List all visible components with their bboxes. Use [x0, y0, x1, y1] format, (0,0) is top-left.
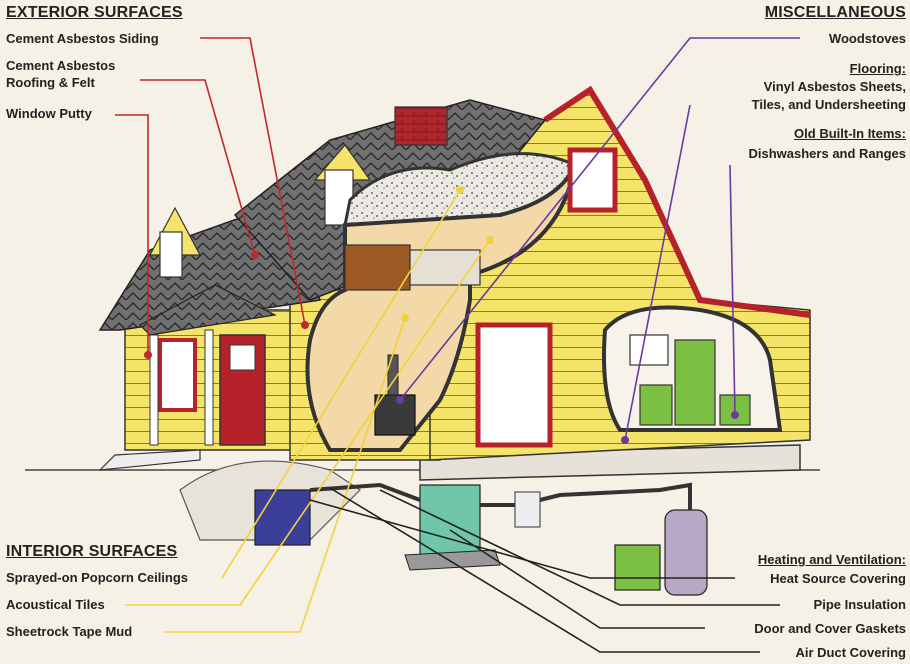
label-air-duct-covering: Air Duct Covering: [795, 645, 906, 660]
refrigerator: [674, 339, 716, 426]
label-heat-source-covering: Heat Source Covering: [770, 571, 906, 586]
duct-pipes: [309, 482, 692, 510]
label-cement-asbestos: Cement Asbestos: [6, 58, 116, 73]
interior-heading: INTERIOR SURFACES: [6, 543, 178, 560]
label-woodstoves: Woodstoves: [828, 31, 906, 46]
water-heater: [664, 509, 708, 596]
leader-lines: [115, 37, 800, 653]
furnace-left: [254, 489, 311, 546]
leader-pipe-insulation: [379, 489, 780, 606]
leader-popcorn: [221, 189, 461, 579]
label-window-putty: Window Putty: [6, 106, 92, 121]
leader-heat-source: [309, 499, 735, 579]
woodstove: [374, 394, 416, 436]
label-vinyl-asbestos-sheets: Vinyl Asbestos Sheets,: [763, 79, 906, 94]
label-pipe-insulation: Pipe Insulation: [813, 597, 906, 612]
french-doors: [475, 322, 553, 448]
leader-dots: [144, 186, 739, 444]
dryer-unit: [614, 544, 661, 591]
leader-roofing: [140, 79, 256, 256]
porch-roof: [139, 284, 277, 336]
bed: [409, 249, 481, 286]
label-door-cover-gaskets: Door and Cover Gaskets: [754, 621, 906, 636]
label-acoustical-tiles: Acoustical Tiles: [6, 597, 105, 612]
dresser: [344, 244, 411, 291]
label-popcorn-ceilings: Sprayed-on Popcorn Ceilings: [6, 570, 189, 585]
boiler-base: [404, 549, 501, 571]
leader-woodstoves: [399, 37, 800, 401]
label-roofing-felt: Roofing & Felt: [6, 75, 95, 90]
left-window: [158, 338, 197, 412]
leader-cement-siding: [200, 37, 306, 326]
label-dishwashers-ranges: Dishwashers and Ranges: [748, 146, 907, 161]
leader-air-duct: [329, 487, 760, 653]
stove: [639, 384, 673, 426]
misc-heading: MISCELLANEOUS: [764, 4, 906, 21]
label-tiles-undersheeting: Tiles, and Undersheeting: [751, 97, 906, 112]
leader-builtin: [729, 164, 736, 416]
leader-flooring: [624, 104, 691, 441]
right-wing-trim: [543, 85, 811, 318]
leader-sheetrock: [165, 317, 406, 633]
heating-heading: Heating and Ventilation:: [757, 552, 906, 567]
leader-window-putty: [115, 114, 149, 355]
leader-acoustical: [125, 239, 491, 606]
kitchen-window: [629, 334, 669, 366]
porch-steps: [98, 449, 201, 471]
leader-gaskets: [449, 529, 705, 629]
builtin-heading: Old Built-In Items:: [794, 126, 906, 141]
exterior-heading: EXTERIOR SURFACES: [6, 4, 183, 21]
chimney: [394, 106, 448, 146]
flooring-heading: Flooring:: [849, 61, 906, 76]
label-sheetrock-tape-mud: Sheetrock Tape Mud: [6, 624, 133, 639]
label-cement-asbestos-siding: Cement Asbestos Siding: [6, 31, 159, 46]
